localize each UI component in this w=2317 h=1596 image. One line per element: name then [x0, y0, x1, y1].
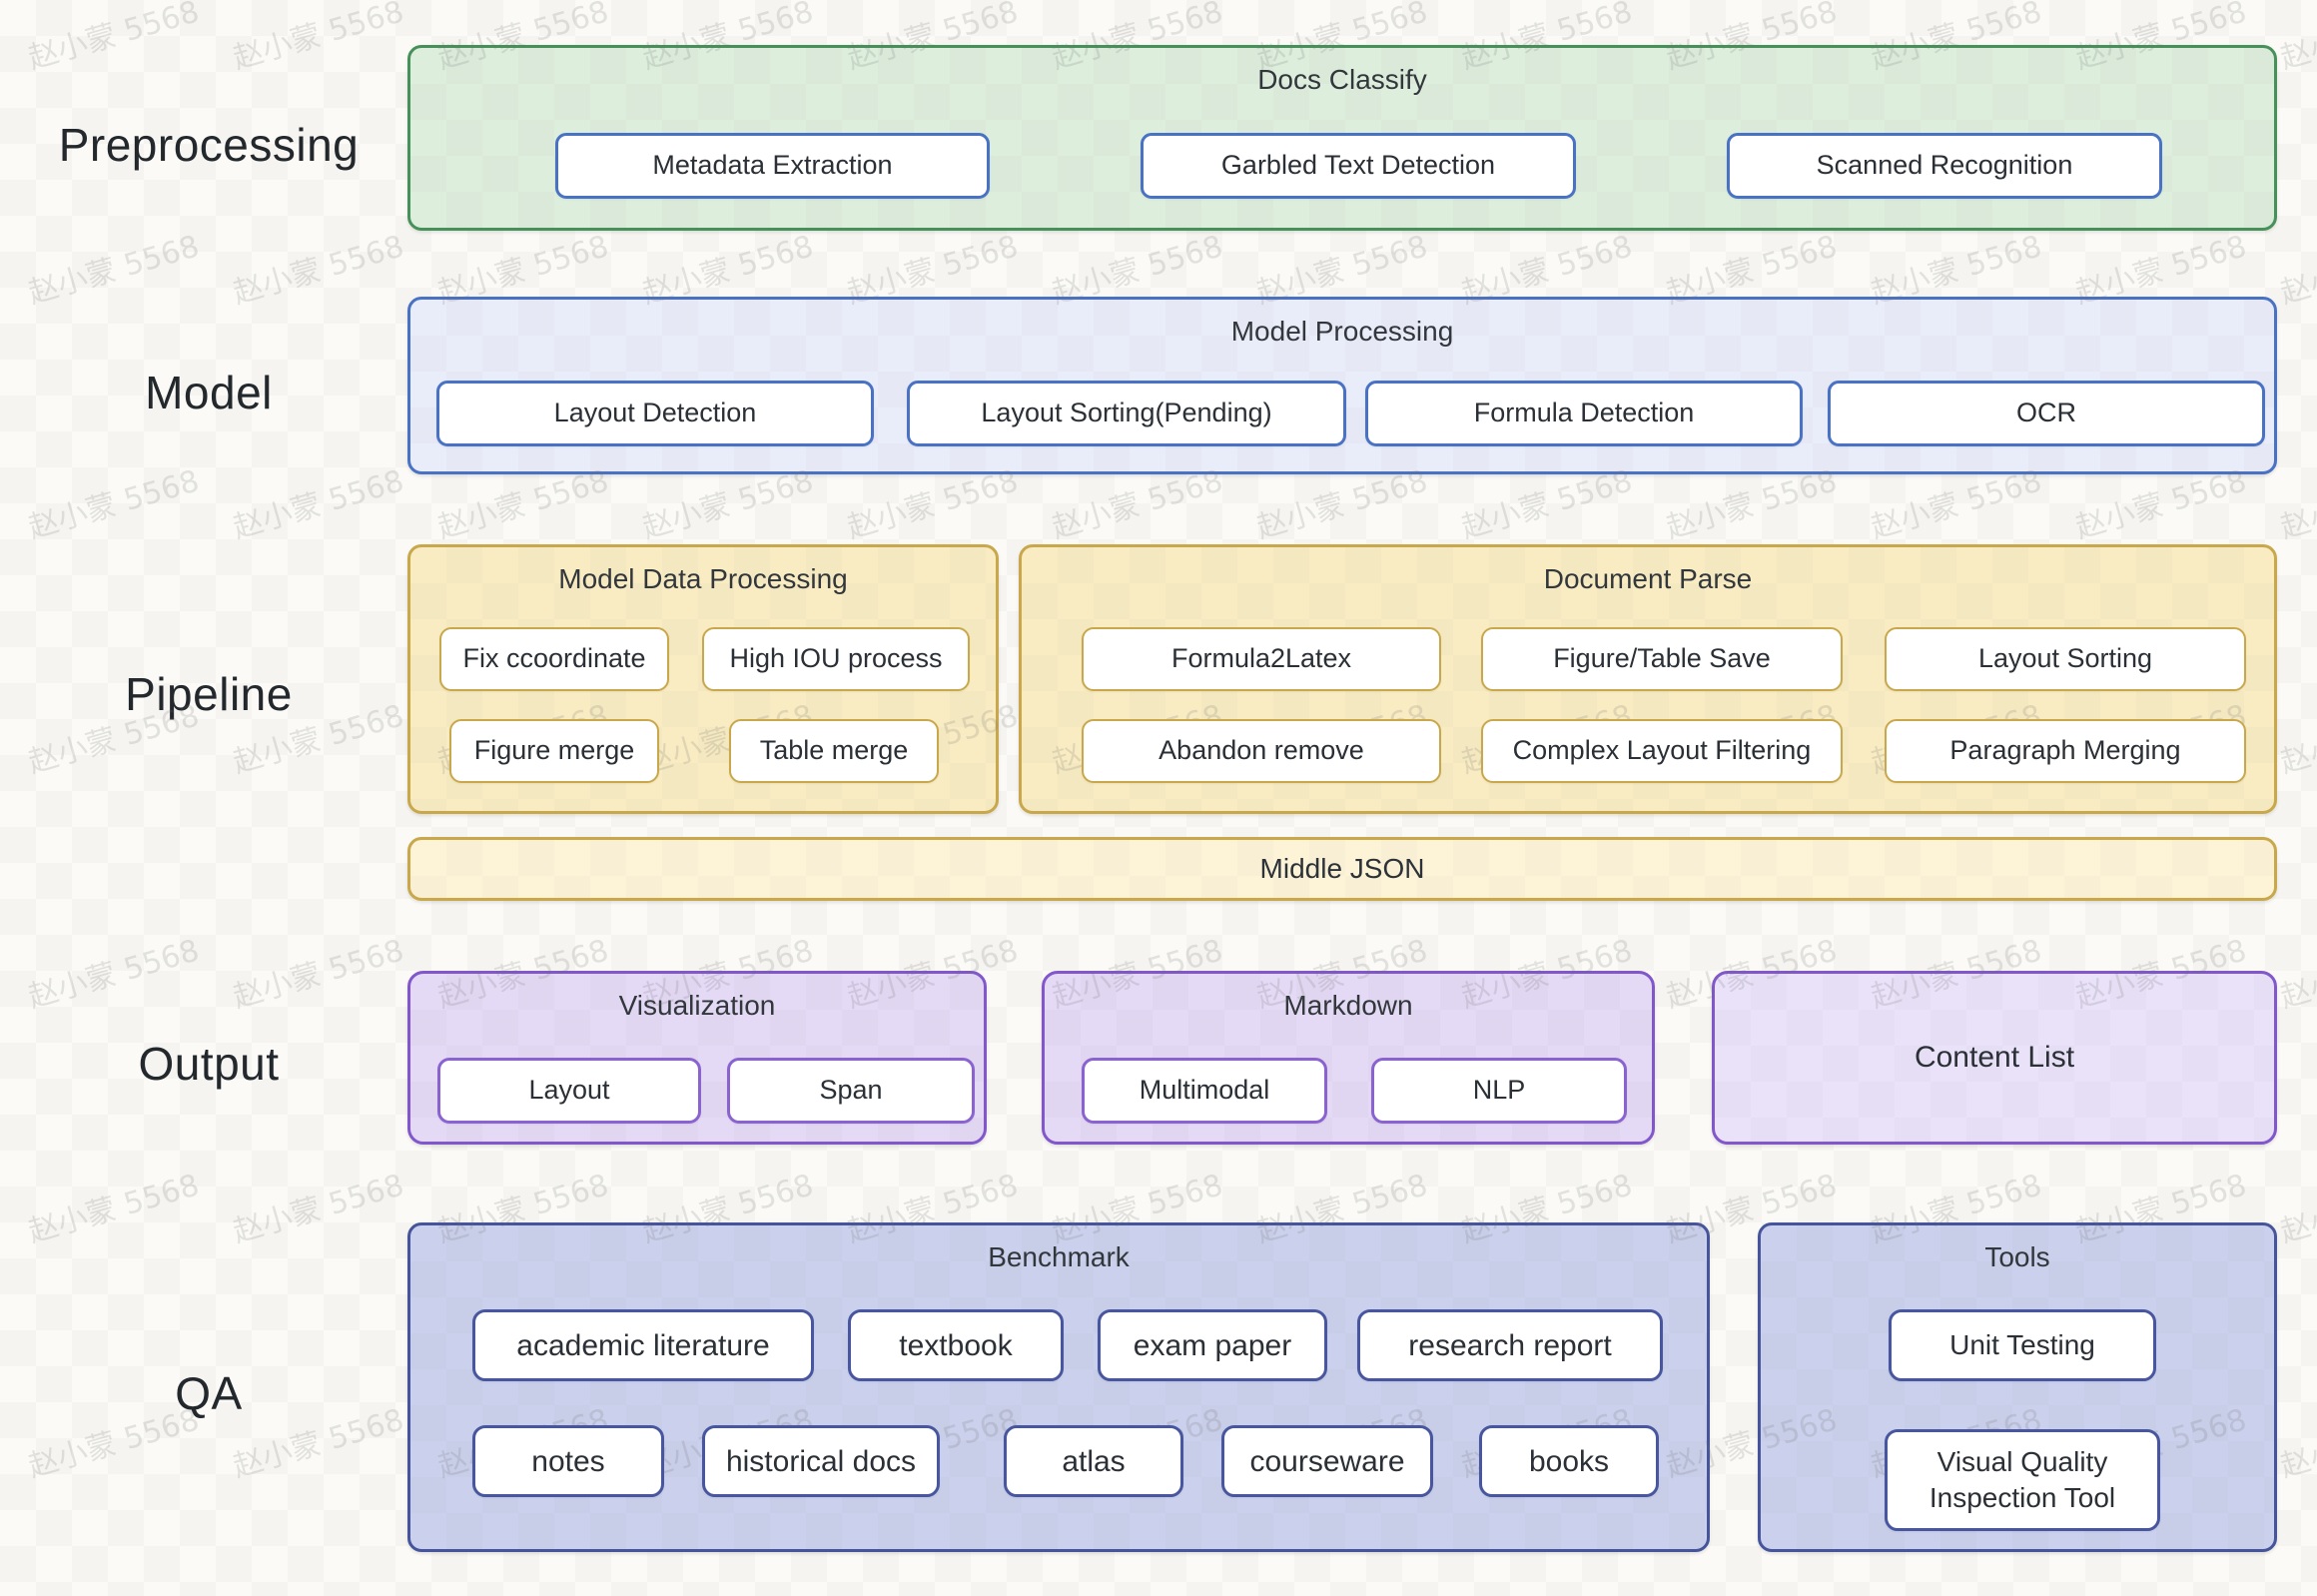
section-middle-json: Middle JSON: [407, 837, 2277, 901]
tools-title: Tools: [1984, 1241, 2050, 1272]
box-layout: Layout: [437, 1058, 701, 1124]
watermark-text: 赵小蒙 5568: [2276, 1168, 2317, 1250]
box-books: books: [1479, 1425, 1659, 1497]
section-benchmark: Benchmark academic literature textbook e…: [407, 1222, 1710, 1552]
box-figure-table-save: Figure/Table Save: [1481, 627, 1843, 691]
box-garbled-text-detection: Garbled Text Detection: [1141, 133, 1576, 199]
markdown-title: Markdown: [1283, 990, 1413, 1021]
watermark-text: 赵小蒙 5568: [229, 463, 408, 546]
watermark-text: 赵小蒙 5568: [2276, 933, 2317, 1016]
box-ocr: OCR: [1828, 381, 2265, 446]
watermark-text: 赵小蒙 5568: [2276, 229, 2317, 312]
section-document-parse: Document Parse Formula2Latex Figure/Tabl…: [1019, 544, 2277, 814]
box-metadata-extraction: Metadata Extraction: [555, 133, 990, 199]
box-formula2latex: Formula2Latex: [1082, 627, 1441, 691]
box-scanned-recognition: Scanned Recognition: [1727, 133, 2162, 199]
document-parse-title: Document Parse: [1543, 563, 1753, 594]
watermark-text: 赵小蒙 5568: [229, 933, 408, 1016]
watermark-text: 赵小蒙 5568: [24, 463, 204, 546]
watermark-text: 赵小蒙 5568: [24, 933, 204, 1016]
section-docs-classify: Docs Classify Metadata Extraction Garble…: [407, 45, 2277, 231]
section-markdown: Markdown Multimodal NLP: [1042, 971, 1655, 1145]
row-label-qa: QA: [175, 1367, 243, 1419]
watermark-text: 赵小蒙 5568: [24, 1168, 204, 1250]
watermark-text: 赵小蒙 5568: [229, 229, 408, 312]
box-atlas: atlas: [1004, 1425, 1183, 1497]
box-visual-quality-inspection-tool: Visual Quality Inspection Tool: [1885, 1429, 2160, 1531]
box-complex-layout-filtering: Complex Layout Filtering: [1481, 719, 1843, 783]
box-table-merge: Table merge: [729, 719, 939, 783]
row-label-preprocessing: Preprocessing: [58, 119, 360, 171]
row-label-output: Output: [138, 1038, 280, 1090]
box-historical-docs: historical docs: [702, 1425, 940, 1497]
row-label-model: Model: [145, 367, 273, 418]
box-formula-detection: Formula Detection: [1365, 381, 1803, 446]
section-model-data-processing: Model Data Processing Fix ccoordinate Hi…: [407, 544, 999, 814]
box-unit-testing: Unit Testing: [1889, 1309, 2156, 1381]
box-notes: notes: [472, 1425, 664, 1497]
docs-classify-title: Docs Classify: [1257, 64, 1427, 95]
box-layout-sorting-pending: Layout Sorting(Pending): [907, 381, 1346, 446]
model-data-processing-title: Model Data Processing: [558, 563, 848, 594]
watermark-text: 赵小蒙 5568: [229, 0, 408, 77]
watermark-text: 赵小蒙 5568: [2276, 698, 2317, 781]
box-fix-coordinate: Fix ccoordinate: [439, 627, 669, 691]
box-paragraph-merging: Paragraph Merging: [1885, 719, 2246, 783]
box-nlp: NLP: [1371, 1058, 1627, 1124]
box-academic-literature: academic literature: [472, 1309, 814, 1381]
content-list-title: Content List: [1914, 1041, 2075, 1074]
visualization-title: Visualization: [618, 990, 776, 1021]
watermark-text: 赵小蒙 5568: [2276, 463, 2317, 546]
watermark-text: 赵小蒙 5568: [229, 1168, 408, 1250]
box-courseware: courseware: [1221, 1425, 1433, 1497]
watermark-text: 赵小蒙 5568: [24, 0, 204, 77]
box-layout-sorting: Layout Sorting: [1885, 627, 2246, 691]
box-figure-merge: Figure merge: [449, 719, 659, 783]
box-span: Span: [727, 1058, 975, 1124]
section-tools: Tools Unit Testing Visual Quality Inspec…: [1758, 1222, 2277, 1552]
benchmark-title: Benchmark: [988, 1241, 1130, 1272]
watermark-text: 赵小蒙 5568: [2276, 0, 2317, 77]
box-high-iou-process: High IOU process: [702, 627, 970, 691]
box-exam-paper: exam paper: [1098, 1309, 1327, 1381]
box-textbook: textbook: [848, 1309, 1064, 1381]
box-abandon-remove: Abandon remove: [1082, 719, 1441, 783]
box-research-report: research report: [1357, 1309, 1663, 1381]
box-layout-detection: Layout Detection: [436, 381, 874, 446]
watermark-text: 赵小蒙 5568: [24, 229, 204, 312]
model-processing-title: Model Processing: [1230, 316, 1454, 347]
section-model-processing: Model Processing Layout Detection Layout…: [407, 297, 2277, 474]
middle-json-title: Middle JSON: [1259, 853, 1425, 884]
section-visualization: Visualization Layout Span: [407, 971, 987, 1145]
box-multimodal: Multimodal: [1082, 1058, 1327, 1124]
section-content-list: Content List: [1712, 971, 2277, 1145]
watermark-text: 赵小蒙 5568: [2276, 1402, 2317, 1485]
row-label-pipeline: Pipeline: [125, 668, 293, 720]
